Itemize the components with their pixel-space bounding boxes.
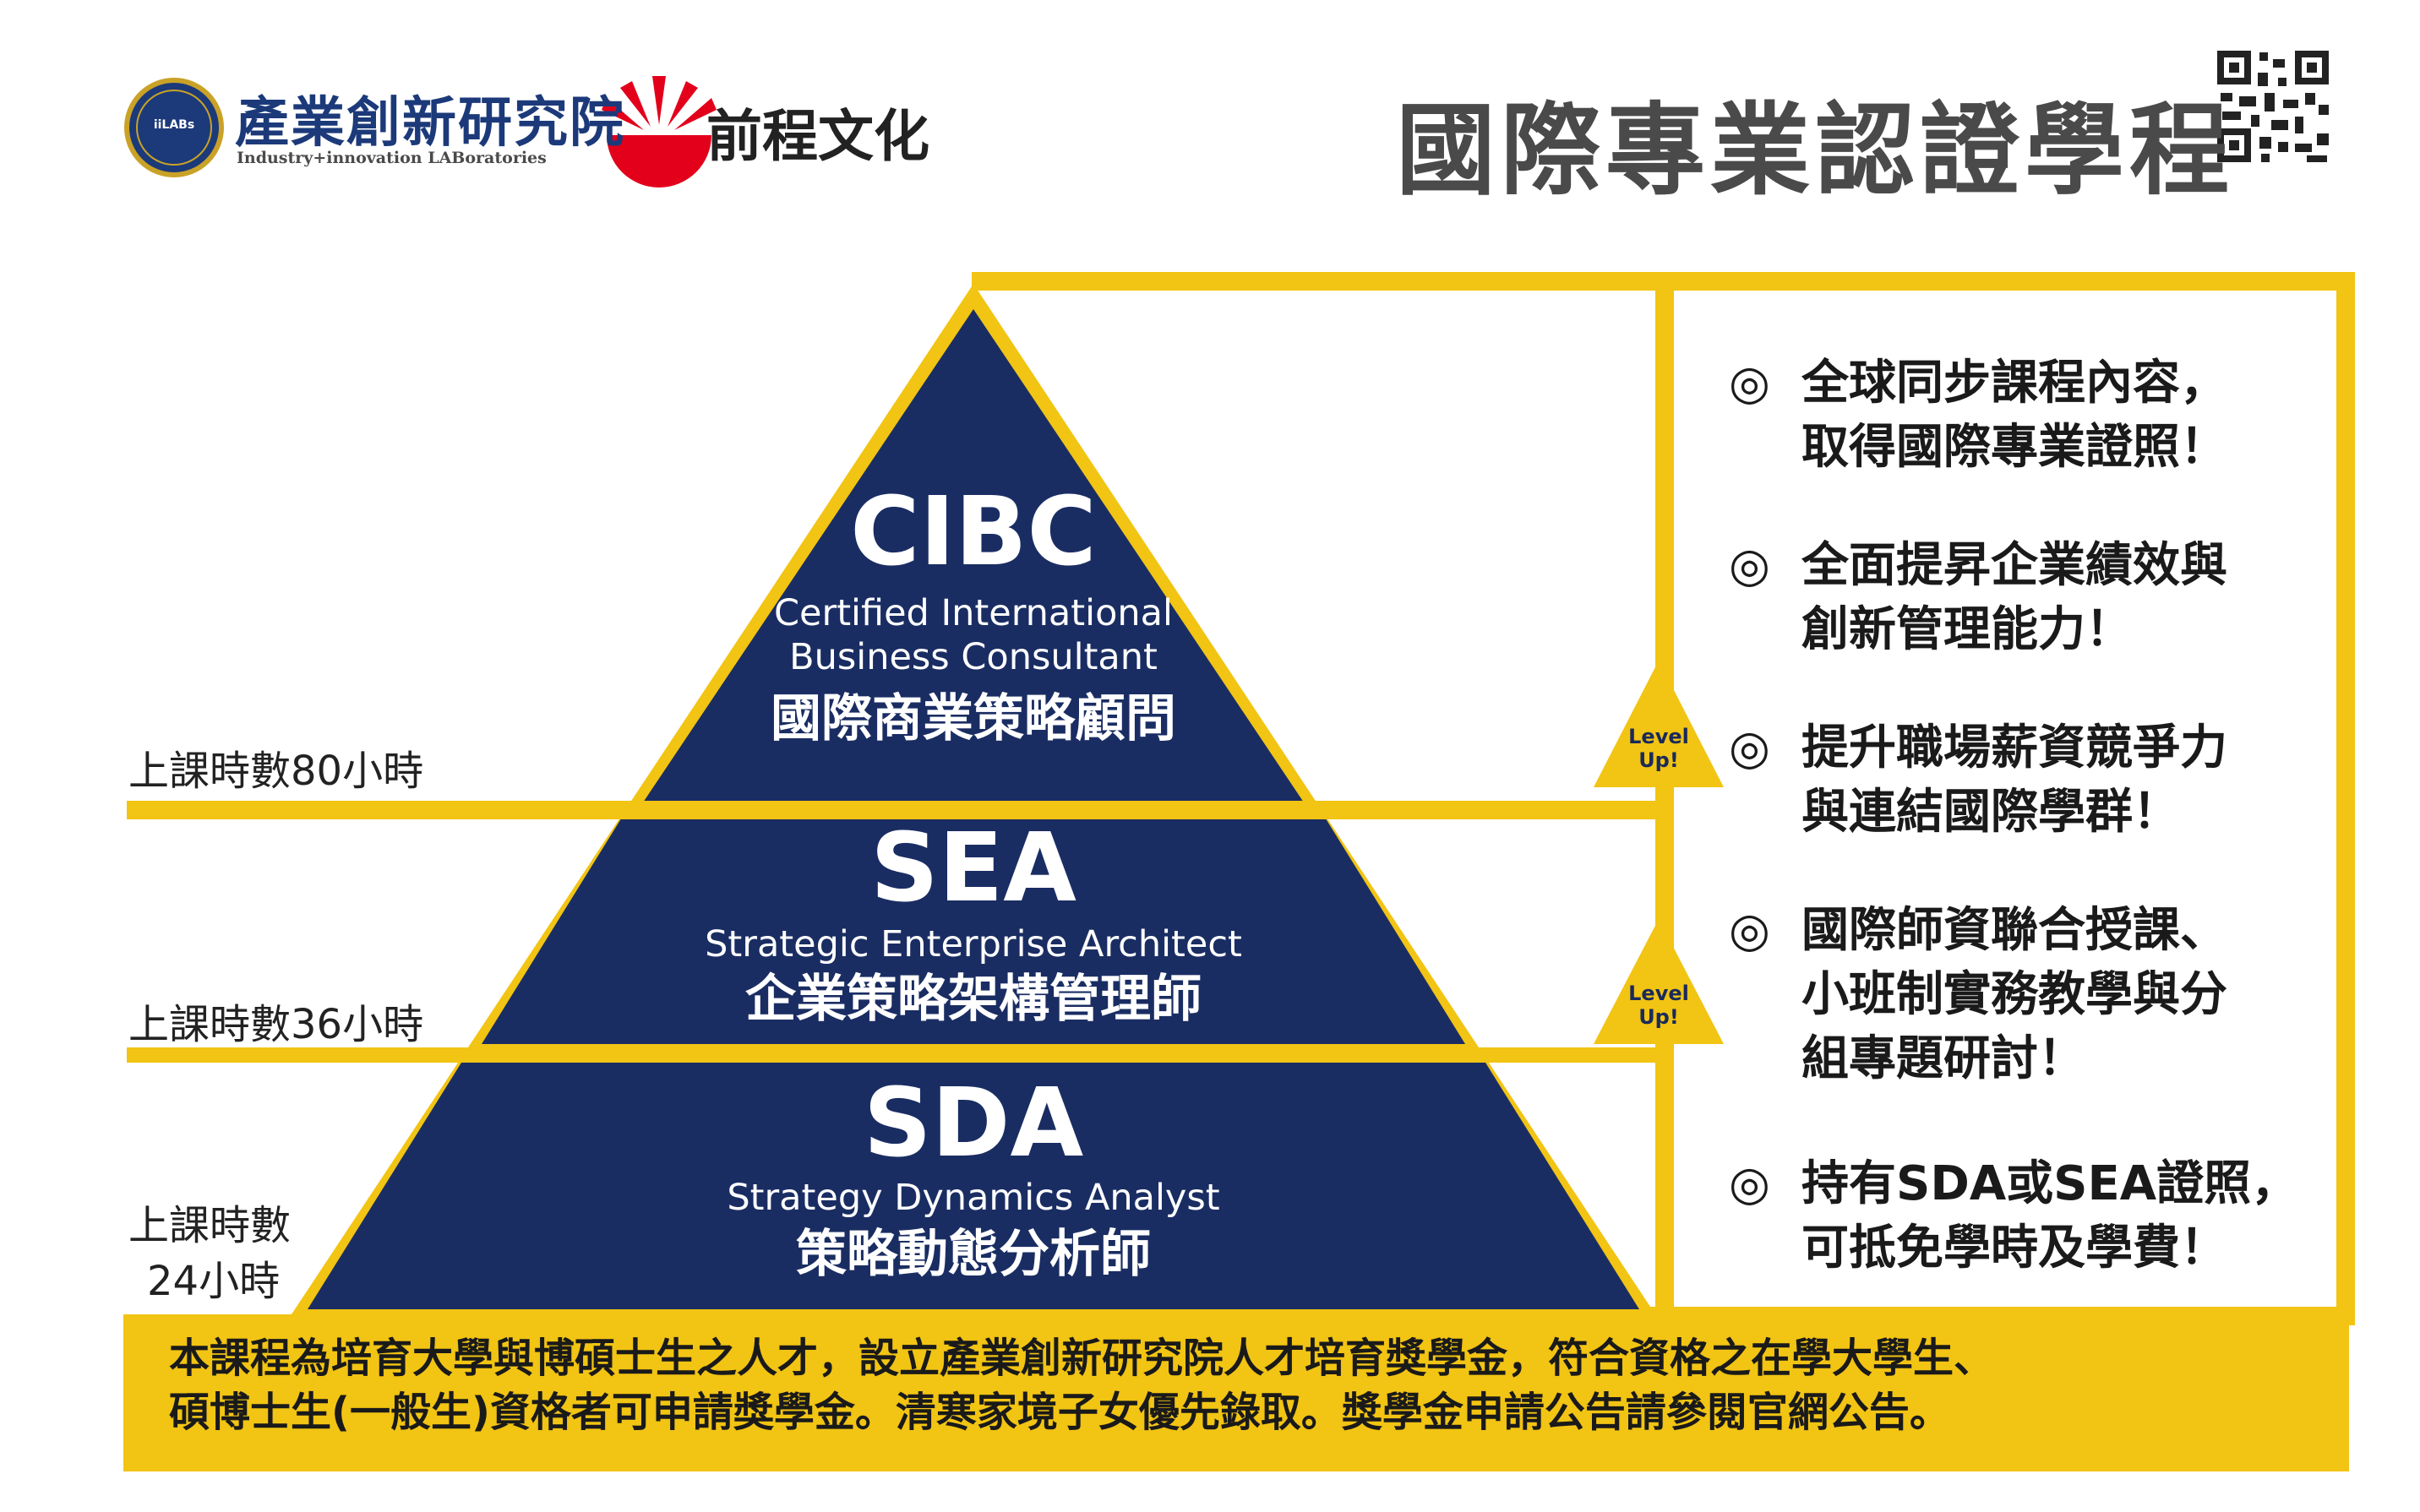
tier-sda-shape [308,1063,1639,1309]
bullet-icon: ◎ [1729,903,1770,958]
partner-logo-icon [602,76,717,188]
benefit-line: 組專題研討！ [1801,1031,2085,1086]
separator-bar-1 [127,801,1665,819]
tier-code: SDA [863,1069,1084,1178]
org-logo-text: iiLABs [153,118,195,132]
benefit-item: ◎ 全球同步課程內容， 取得國際專業證照！ [1729,351,2320,480]
level-up-label-2: Level Up! [1616,982,1701,1029]
hours-label-sea: 上課時數36小時 [128,1001,424,1048]
level-up-text: Level [1628,982,1689,1005]
benefit-line: 與連結國際學群！ [1801,785,2180,840]
benefit-line: 持有SDA或SEA證照， [1801,1156,2299,1211]
org-name-en: Industry+innovation LABoratories [237,149,547,167]
tier-name-en: Strategy Dynamics Analyst [727,1177,1220,1219]
benefit-line: 全面提昇企業績效與 [1801,538,2227,593]
footer-band [123,1314,2349,1471]
benefit-line: 國際師資聯合授課、 [1801,903,2227,958]
hours-label-sda: 上課時數 24小時 [128,1198,291,1309]
bullet-icon: ◎ [1729,1156,1770,1211]
benefit-item: ◎ 全面提昇企業績效與 創新管理能力！ [1729,534,2320,662]
tier-name-zh: 策略動態分析師 [796,1225,1151,1284]
bullet-icon: ◎ [1729,356,1770,411]
page-title: 國際專業認證學程 [1396,92,2235,209]
benefit-line: 創新管理能力！ [1801,602,2133,657]
tier-code: CIBC [850,477,1097,587]
org-logo-ring [136,90,212,166]
qr-code-icon [2216,49,2330,164]
benefit-line: 可抵免學時及學費！ [1801,1221,2227,1275]
benefit-item: ◎ 持有SDA或SEA證照， 可抵免學時及學費！ [1729,1152,2330,1281]
hours-label-line: 上課時數 [128,1202,292,1249]
level-up-triangle-1 [1594,661,1724,787]
benefit-line: 全球同步課程內容， [1801,356,2227,411]
benefit-line: 取得國際專業證照！ [1801,420,2227,475]
footer-line: 碩博士生(一般生)資格者可申請獎學金。清寒家境子女優先錄取。獎學金申請公告請參閱… [169,1389,1950,1436]
separator-bar-2 [127,1047,1665,1063]
tier-cibc: CIBC Certified International Business Co… [720,481,1227,753]
tier-sea: SEA Strategic Enterprise Architect 企業策略架… [635,818,1311,1031]
level-up-triangle-2 [1594,919,1724,1044]
tier-name-en: Certified International [774,592,1173,634]
tier-code: SEA [870,813,1076,923]
bullet-icon: ◎ [1729,538,1770,593]
footer-note: 本課程為培育大學與博碩士生之人才，設立產業創新研究院人才培育獎學金，符合資格之在… [169,1331,2332,1439]
level-up-text: Up! [1638,748,1679,772]
tier-name-en: Strategic Enterprise Architect [705,923,1242,965]
tier-sda: SDA Strategy Dynamics Analyst 策略動態分析師 [635,1073,1311,1287]
bullet-icon: ◎ [1729,721,1770,775]
tier-name-zh: 國際商業策略顧問 [771,689,1176,748]
org-name: 產業創新研究院 [235,92,625,155]
benefit-line: 小班制實務教學與分 [1801,967,2227,1022]
benefit-item: ◎ 國際師資聯合授課、 小班制實務教學與分 組專題研討！ [1729,899,2320,1091]
footer-line: 本課程為培育大學與博碩士生之人才，設立產業創新研究院人才培育獎學金，符合資格之在… [169,1335,1995,1382]
level-up-text: Level [1628,725,1689,748]
tier-cibc-shape [643,309,1304,802]
level-up-label-1: Level Up! [1616,725,1701,772]
partner-name: 前程文化 [706,104,929,169]
hours-label-line: 24小時 [147,1258,281,1305]
benefit-item: ◎ 提升職場薪資競爭力 與連結國際學群！ [1729,716,2320,845]
hours-label-cibc: 上課時數80小時 [128,748,424,795]
tier-name-en: Business Consultant [789,636,1158,678]
tier-sea-shape [482,816,1465,1044]
tier-name-zh: 企業策略架構管理師 [745,970,1202,1029]
org-logo-emblem [124,78,224,177]
level-up-text: Up! [1638,1005,1679,1029]
benefit-line: 提升職場薪資競爭力 [1801,721,2227,775]
